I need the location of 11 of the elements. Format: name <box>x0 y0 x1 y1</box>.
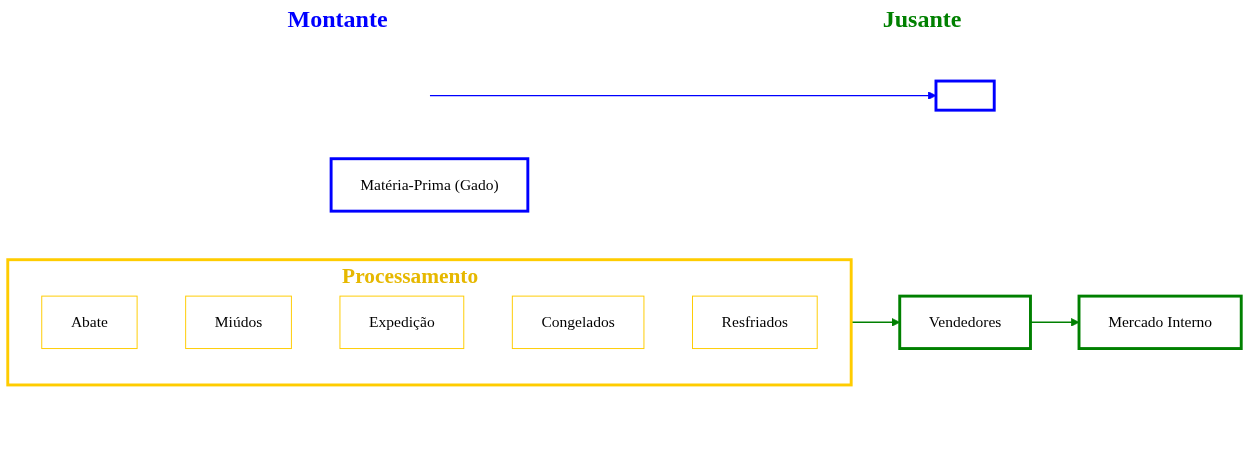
node-box: Matéria-Prima (Gado) <box>329 157 530 213</box>
column-heading: Jusante <box>882 6 962 33</box>
node-box: Vendedores <box>898 294 1032 350</box>
node-box: Miúdos <box>185 295 292 350</box>
node-box: Abate <box>41 295 138 350</box>
node-box: Expedição <box>339 295 465 350</box>
node-box: Congelados <box>511 295 645 350</box>
node-box: Resfriados <box>692 295 818 350</box>
node-box <box>934 79 996 112</box>
node-box: Mercado Interno <box>1077 294 1243 350</box>
column-heading: Montante <box>287 6 388 33</box>
